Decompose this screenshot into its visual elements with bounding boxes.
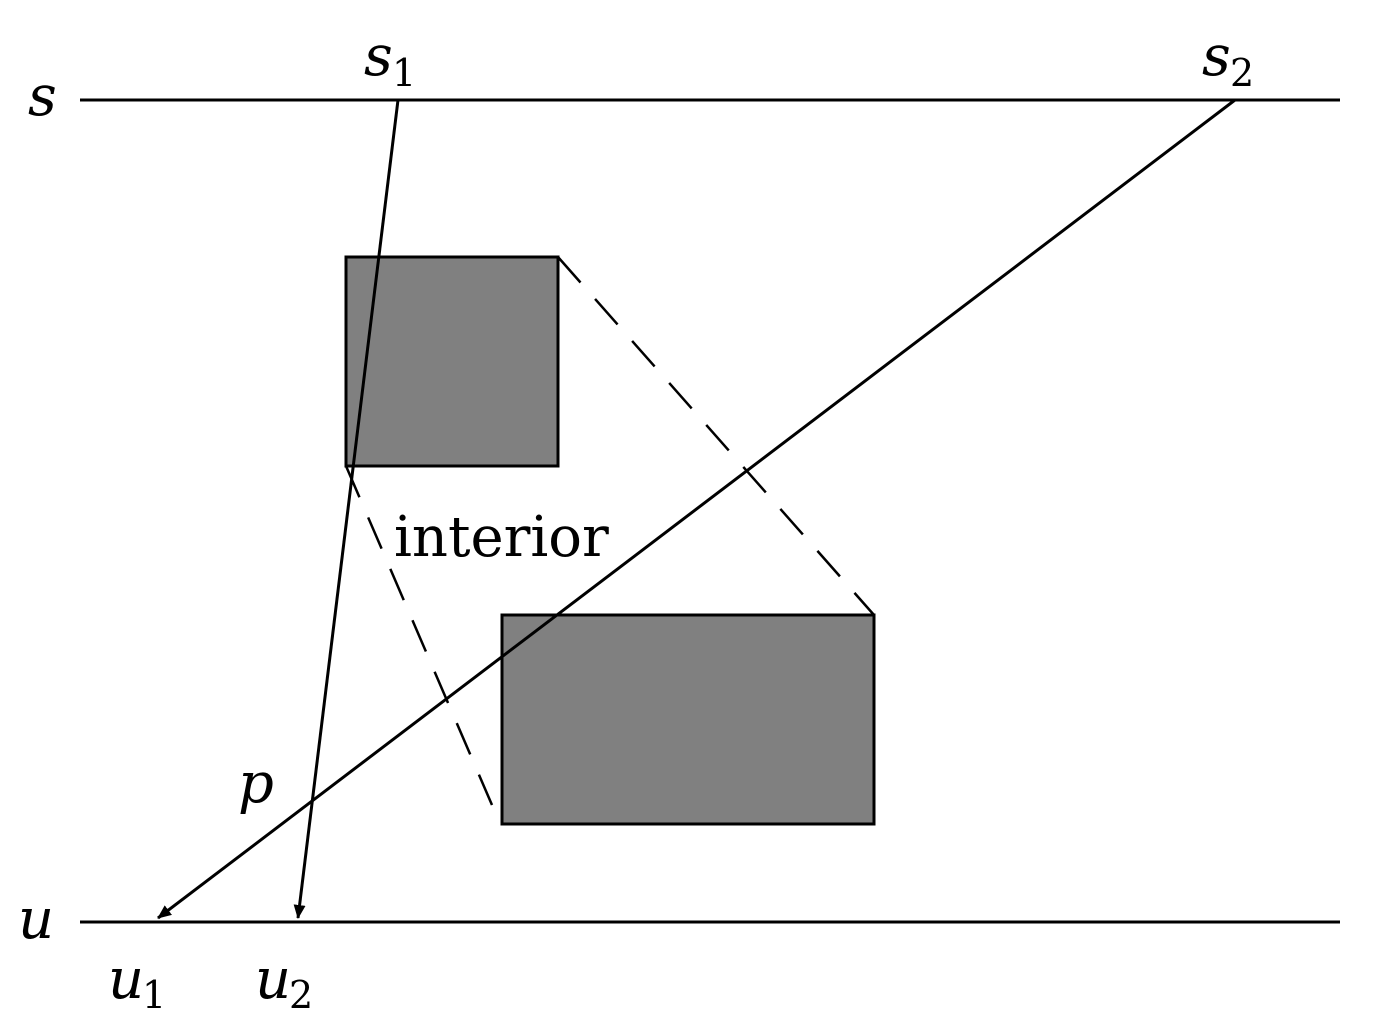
u2-label: u: [255, 947, 291, 1012]
interior-label: interior: [394, 505, 609, 570]
ray-s2-u1: [157, 98, 1236, 920]
u1-label: u: [108, 947, 144, 1012]
s2-label: s: [1202, 24, 1231, 89]
upper-box: [344, 255, 560, 468]
u2-subscript: 2: [289, 973, 313, 1017]
p-label: p: [238, 751, 274, 816]
u-axis-label: u: [18, 887, 54, 952]
s1-label: s: [364, 24, 393, 89]
u1-subscript: 1: [142, 973, 166, 1017]
dashed-right-connector: [557, 256, 875, 616]
s1-subscript: 1: [392, 51, 416, 95]
ray-s1-u2: [293, 99, 400, 919]
dashed-left-connector: [344, 465, 494, 806]
lower-box: [500, 613, 876, 826]
s-axis-label: s: [28, 64, 57, 129]
s2-subscript: 2: [1230, 51, 1254, 95]
